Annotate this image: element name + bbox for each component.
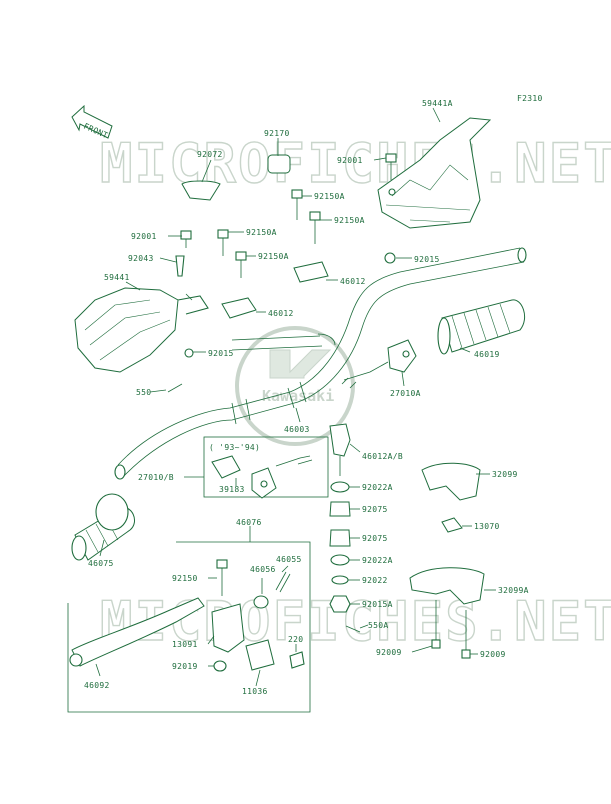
label-46003: 46003 — [284, 425, 310, 434]
label-92015-top: 92015 — [414, 255, 440, 264]
figure-code: F2310 — [517, 94, 543, 103]
label-92150A-3: 92150A — [246, 228, 277, 237]
label-92075-1: 92075 — [362, 505, 388, 514]
label-92022A-2: 92022A — [362, 556, 393, 565]
label-46092: 46092 — [84, 681, 110, 690]
label-92009-2: 92009 — [480, 650, 506, 659]
label-92001-left: 92001 — [131, 232, 157, 241]
label-92022: 92022 — [362, 576, 388, 585]
label-59441A: 59441A — [422, 99, 453, 108]
label-92015A: 92015A — [362, 600, 393, 609]
lever-box — [67, 541, 311, 713]
part-labels: 59441A 92170 92072 92001 92150A 92150A 9… — [84, 99, 529, 696]
label-92009-1: 92009 — [376, 648, 402, 657]
label-11036: 11036 — [242, 687, 268, 696]
kawasaki-logo: Kawasaki — [235, 326, 355, 446]
label-92022A-1: 92022A — [362, 483, 393, 492]
label-13070: 13070 — [474, 522, 500, 531]
left-handguard — [74, 287, 209, 373]
watermark-bottom: MICROFICHES.NET — [100, 590, 611, 653]
upper-clamps — [184, 252, 396, 358]
right-switch — [341, 339, 417, 389]
bolts-top — [167, 153, 397, 393]
throttle-housing — [409, 462, 485, 659]
right-stack — [329, 423, 361, 633]
label-92043: 92043 — [128, 254, 154, 263]
label-92075-2: 92075 — [362, 534, 388, 543]
label-92150: 92150 — [172, 574, 198, 583]
label-59441: 59441 — [104, 273, 130, 282]
label-32099A: 32099A — [498, 586, 529, 595]
right-handguard — [377, 117, 492, 229]
label-92150A-4: 92150A — [258, 252, 289, 261]
label-92015-left: 92015 — [208, 349, 234, 358]
label-13091: 13091 — [172, 640, 198, 649]
label-92001-top: 92001 — [337, 156, 363, 165]
right-grip — [437, 299, 525, 355]
label-550A: 550A — [368, 621, 388, 630]
year-note: ( '93~'94) — [209, 443, 260, 452]
logo-text: Kawasaki — [262, 387, 334, 405]
label-46076: 46076 — [236, 518, 262, 527]
label-46019: 46019 — [474, 350, 500, 359]
label-92072: 92072 — [197, 150, 223, 159]
label-46056: 46056 — [250, 565, 276, 574]
label-92150A-2: 92150A — [334, 216, 365, 225]
handlebar — [114, 247, 527, 480]
label-39183: 39183 — [219, 485, 245, 494]
label-92019: 92019 — [172, 662, 198, 671]
left-grip — [71, 493, 135, 561]
leader-lines — [95, 107, 496, 687]
label-46012-2: 46012 — [268, 309, 294, 318]
front-arrow: FRONT — [71, 104, 113, 140]
label-27010A: 27010A — [390, 389, 421, 398]
label-92170: 92170 — [264, 129, 290, 138]
label-46012-1: 46012 — [340, 277, 366, 286]
label-550: 550 — [136, 388, 151, 397]
label-46012AB: 46012A/B — [362, 452, 403, 461]
label-46075: 46075 — [88, 559, 114, 568]
label-92150A-1: 92150A — [314, 192, 345, 201]
label-27010B: 27010/B — [138, 473, 174, 482]
label-32099: 32099 — [492, 470, 518, 479]
switch-inset: ( '93~'94) — [203, 436, 329, 499]
label-46055: 46055 — [276, 555, 302, 564]
label-220: 220 — [288, 635, 303, 644]
